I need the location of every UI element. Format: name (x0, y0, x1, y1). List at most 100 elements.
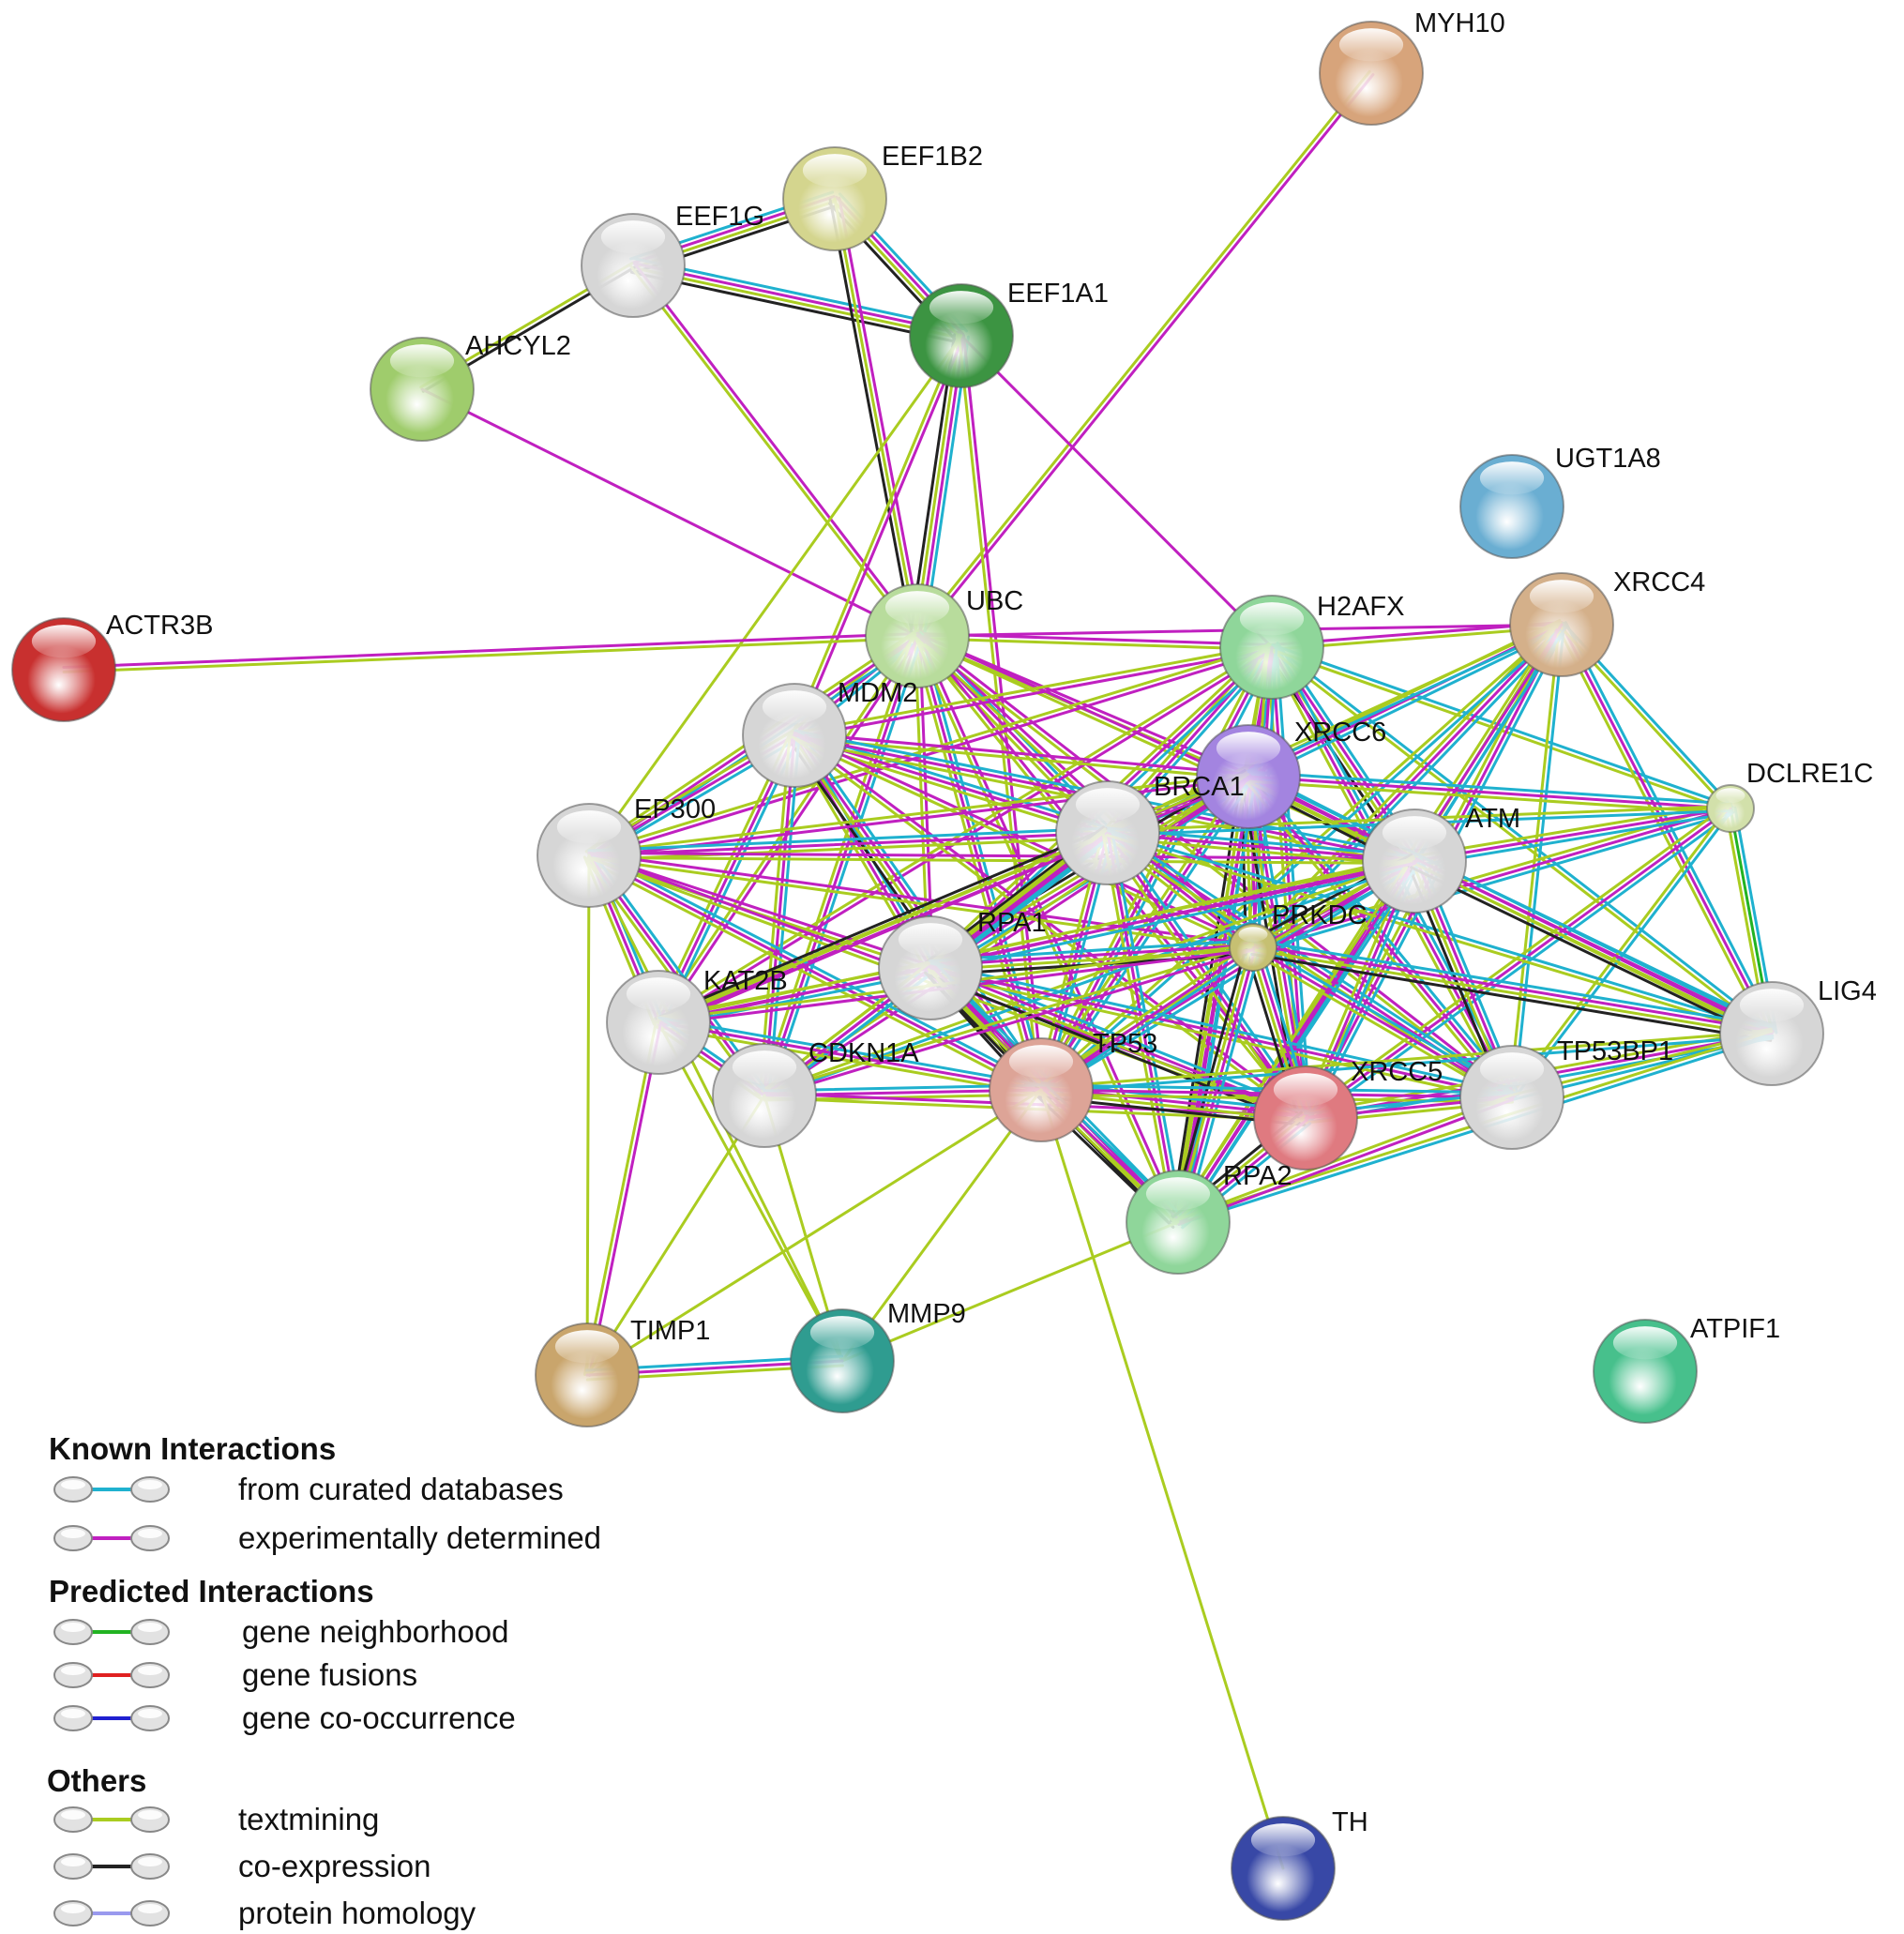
node-xrcc5[interactable]: XRCC5 (1253, 1057, 1443, 1171)
node-rpa2[interactable]: RPA2 (1126, 1161, 1292, 1275)
node-tp53[interactable]: TP53 (989, 1029, 1157, 1142)
node-lig4[interactable]: LIG4 (1719, 976, 1877, 1086)
edge-PRKDC-LIG4-curated (1252, 939, 1775, 1029)
node-highlight (732, 1050, 797, 1084)
edge-BRCA1-TP53BP1-curated (1109, 827, 1517, 1095)
node-highlight (1739, 989, 1805, 1022)
edge-ACTR3B-UBC-textmining (62, 637, 919, 673)
edge-MYH10-UBC-textmining (914, 69, 1371, 636)
edge-H2AFX-KAT2B-experimental (657, 647, 1275, 1026)
node-label: H2AFX (1317, 592, 1404, 622)
edge-EP300-TIMP1-textmining (585, 854, 591, 1377)
edge-H2AFX-EP300-experimental (588, 647, 1275, 859)
edge-XRCC6-DCLRE1C-textmining (1247, 779, 1732, 815)
node-h2afx[interactable]: H2AFX (1219, 592, 1404, 700)
legend-label: protein homology (238, 1896, 476, 1930)
legend-label: experimentally determined (238, 1520, 601, 1555)
interaction-legend: Known Interactions from curated database… (47, 1431, 601, 1930)
node-xrcc6[interactable]: XRCC6 (1196, 718, 1386, 829)
node-ahcyl2[interactable]: AHCYL2 (370, 331, 571, 442)
node-eef1a1[interactable]: EEF1A1 (909, 279, 1109, 388)
node-prkdc[interactable]: PRKDC (1229, 900, 1368, 972)
node-ubc[interactable]: UBC (865, 583, 1023, 688)
edge-RPA1-PRKDC-experimental (929, 944, 1255, 967)
edge-KAT2B-MMP9-textmining (657, 1020, 844, 1363)
node-label: LIG4 (1818, 976, 1877, 1006)
node-highlight (556, 810, 622, 844)
node-highlight (1145, 1177, 1211, 1211)
node-label: XRCC5 (1351, 1057, 1443, 1087)
node-label: UGT1A8 (1555, 444, 1661, 474)
node-brca1[interactable]: BRCA1 (1055, 772, 1245, 885)
edge-ACTR3B-UBC-experimental (62, 632, 919, 669)
edge-XRCC4-LIG4-experimental (1560, 623, 1774, 1035)
edge-EEF1A1-H2AFX-experimental (960, 334, 1274, 649)
edge-PRKDC-LIG4-coexpression (1250, 952, 1773, 1042)
edge-EEF1G-EEF1A1-curated (633, 257, 965, 331)
edge-KAT2B-TIMP1-textmining (583, 1020, 657, 1376)
legend-label: co-expression (238, 1849, 431, 1883)
legend-edge-icon (53, 1900, 170, 1926)
node-rpa1[interactable]: RPA1 (878, 908, 1047, 1020)
legend-row: co-expression (53, 1849, 431, 1883)
node-timp1[interactable]: TIMP1 (535, 1316, 710, 1428)
edge-RPA1-TP53BP1-curated (929, 961, 1515, 1095)
node-mmp9[interactable]: MMP9 (790, 1299, 966, 1413)
node-ugt1a8[interactable]: UGT1A8 (1459, 444, 1661, 559)
edge-DCLRE1C-PRKDC-experimental (1251, 807, 1732, 949)
legend-edge-icon (53, 1705, 170, 1731)
edge-MDM2-KAT2B-curated (661, 735, 800, 1026)
legend-row: gene fusions (53, 1657, 417, 1692)
node-th[interactable]: TH (1231, 1807, 1368, 1921)
node-highlight (1008, 1045, 1074, 1079)
edge-LIG4-TP53-curated (1039, 1035, 1774, 1094)
node-label: EEF1B2 (882, 142, 983, 172)
node-label: MYH10 (1414, 8, 1505, 38)
node-label: XRCC4 (1613, 567, 1705, 597)
node-actr3b[interactable]: ACTR3B (11, 611, 213, 722)
edge-KAT2B-TP53-textmining (656, 1025, 1042, 1096)
node-highlight (600, 220, 666, 254)
node-eef1b2[interactable]: EEF1B2 (782, 142, 983, 251)
node-label: TH (1332, 1807, 1368, 1837)
node-highlight (809, 1316, 875, 1350)
node-xrcc4[interactable]: XRCC4 (1509, 567, 1705, 677)
node-label: RPA2 (1223, 1161, 1292, 1191)
node-ep300[interactable]: EP300 (536, 794, 716, 908)
node-label: ACTR3B (106, 611, 213, 641)
legend-label: from curated databases (238, 1472, 564, 1506)
edge-ATM-RPA2-textmining (1172, 856, 1413, 1221)
edge-EEF1A1-MDM2-textmining (791, 333, 961, 736)
edge-PRKDC-CDKN1A-textmining (762, 944, 1254, 1095)
node-highlight (1238, 927, 1268, 943)
edge-RPA1-XRCC5-coexpression (926, 973, 1305, 1126)
node-label: PRKDC (1272, 900, 1368, 930)
edge-UBC-RPA2-textmining (914, 635, 1178, 1225)
node-label: ATM (1465, 804, 1520, 834)
node-eef1g[interactable]: EEF1G (581, 202, 764, 318)
edge-ATM-RPA2-experimental (1176, 859, 1416, 1224)
node-myh10[interactable]: MYH10 (1319, 8, 1505, 126)
node-dclre1c[interactable]: DCLRE1C (1706, 759, 1873, 833)
edge-BRCA1-RPA2-curated (1111, 830, 1185, 1223)
node-atm[interactable]: ATM (1362, 804, 1520, 914)
edge-EP300-BRCA1-curated (587, 826, 1110, 853)
legend-label: textmining (238, 1802, 379, 1836)
node-highlight (1075, 788, 1141, 822)
edge-KAT2B-TIMP1-experimental (588, 1021, 662, 1377)
node-mdm2[interactable]: MDM2 (742, 678, 917, 788)
legend-row: gene neighborhood (53, 1614, 508, 1649)
node-label: RPA1 (977, 908, 1047, 938)
node-highlight (1479, 1052, 1545, 1086)
edge-PRKDC-CDKN1A-experimental (763, 947, 1256, 1099)
edge-H2AFX-KAT2B-textmining (656, 643, 1273, 1022)
edge-EEF1A1-MDM2-experimental (794, 335, 965, 738)
node-label: TP53 (1093, 1029, 1157, 1059)
node-cdkn1a[interactable]: CDKN1A (712, 1038, 919, 1148)
node-tp53bp1[interactable]: TP53BP1 (1459, 1036, 1673, 1150)
node-atpif1[interactable]: ATPIF1 (1593, 1314, 1780, 1424)
legend-row: gene co-occurrence (53, 1700, 516, 1735)
edge-BRCA1-KAT2B-textmining (657, 831, 1110, 1024)
node-kat2b[interactable]: KAT2B (606, 966, 788, 1075)
